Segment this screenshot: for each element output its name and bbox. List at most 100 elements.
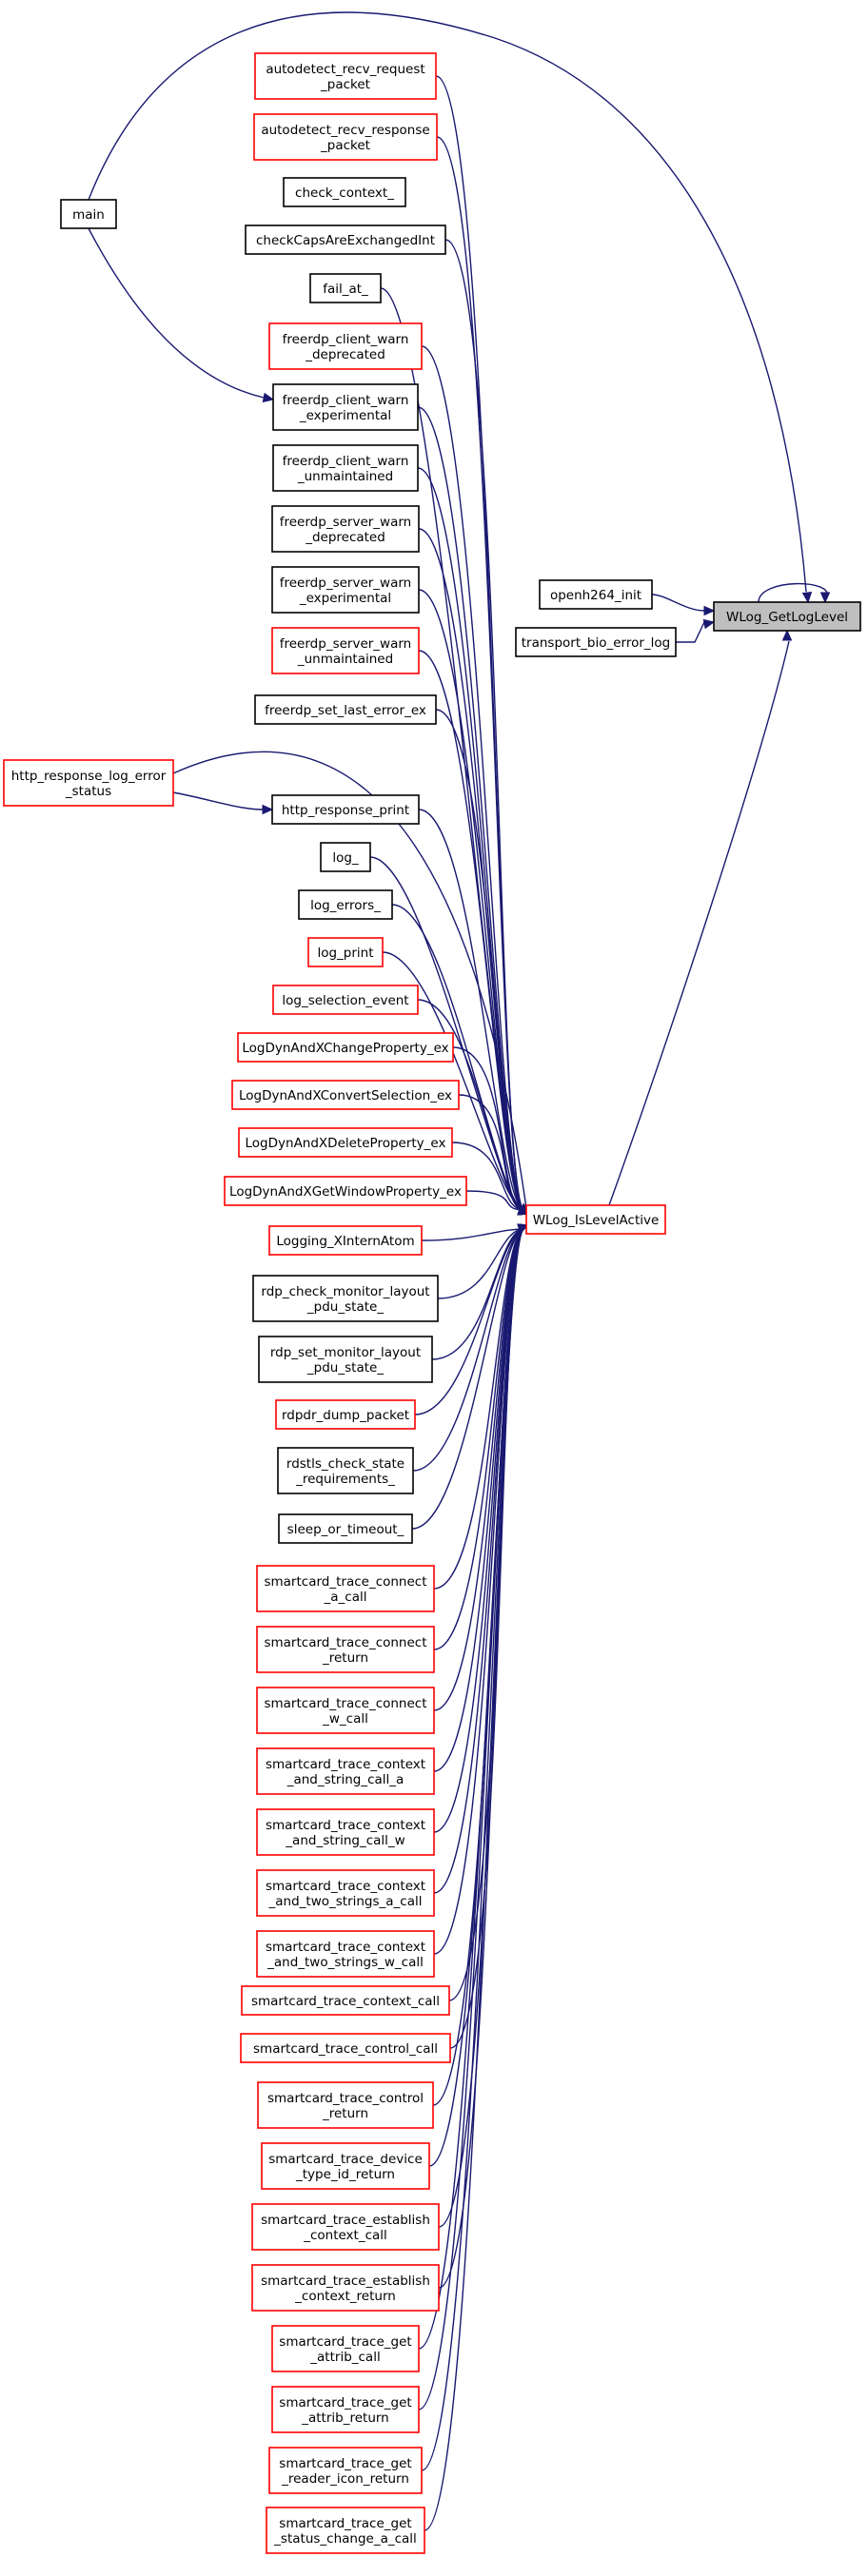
edge-sleep-or-timeout-to-wlog-islevelactive-line <box>411 1228 525 1530</box>
node-label: _and_two_strings_a_call <box>268 1894 423 1909</box>
node-freerdp-client-warn-deprecated[interactable]: freerdp_client_warn_deprecated <box>268 322 423 370</box>
node-label: LogDynAndXDeleteProperty_ex <box>246 1136 446 1151</box>
node-autodetect-recv-response-packet[interactable]: autodetect_recv_response_packet <box>253 113 438 161</box>
node-smartcard-trace-control-call[interactable]: smartcard_trace_control_call <box>240 2033 451 2063</box>
node-box <box>309 273 382 303</box>
node-label: fail_at_ <box>323 282 368 297</box>
node-box <box>257 2081 434 2129</box>
node-smartcard-trace-device-type-id-return[interactable]: smartcard_trace_device_type_id_return <box>261 2142 430 2190</box>
node-box <box>539 579 653 610</box>
node-label: _status_change_a_call <box>273 2531 417 2547</box>
edge-smartcard-trace-context-and-string-call-a-to-wlog-islevelactive <box>433 1223 530 1772</box>
node-box <box>320 842 371 872</box>
node-freerdp-set-last-error-ex[interactable]: freerdp_set_last_error_ex <box>254 694 437 725</box>
node-smartcard-trace-establish-context-call[interactable]: smartcard_trace_establish_context_call <box>251 2203 440 2251</box>
node-box <box>251 2203 440 2251</box>
node-smartcard-trace-context-and-two-strings-w-call[interactable]: smartcard_trace_context_and_two_strings_… <box>256 1930 435 1978</box>
node-label: WLog_IsLevelActive <box>533 1213 660 1228</box>
node-smartcard-trace-get-attrib-return[interactable]: smartcard_trace_get_attrib_return <box>271 2386 420 2433</box>
node-autodetect-recv-request-packet[interactable]: autodetect_recv_request_packet <box>254 52 437 100</box>
node-label: _unmaintained <box>297 469 393 484</box>
node-label: _deprecated <box>305 530 385 545</box>
node-sleep-or-timeout[interactable]: sleep_or_timeout_ <box>278 1513 413 1544</box>
node-box <box>268 322 423 370</box>
node-log-errors[interactable]: log_errors_ <box>298 889 393 920</box>
node-rdpdr-dump-packet[interactable]: rdpdr_dump_packet <box>275 1399 416 1430</box>
node-smartcard-trace-connect-return[interactable]: smartcard_trace_connect_return <box>256 1626 435 1673</box>
node-label: _pdu_state_ <box>306 1299 384 1315</box>
node-check-context[interactable]: check_context_ <box>283 177 406 207</box>
node-wlog-islevelactive[interactable]: WLog_IsLevelActive <box>525 1204 666 1235</box>
edge-http-response-log-error-status-to-wlog-islevelactive-line <box>172 751 527 1209</box>
node-smartcard-trace-control-return[interactable]: smartcard_trace_control_return <box>257 2081 434 2129</box>
node-smartcard-trace-get-reader-icon-return[interactable]: smartcard_trace_get_reader_icon_return <box>268 2447 423 2494</box>
node-smartcard-trace-establish-context-return[interactable]: smartcard_trace_establish_context_return <box>251 2264 440 2312</box>
edge-http-response-log-error-status-to-http-response-print-line <box>172 791 264 810</box>
node-label: freerdp_client_warn <box>283 454 409 469</box>
edge-wlog-islevelactive-to-wlog-getloglevel <box>608 629 793 1206</box>
node-box <box>256 1687 435 1734</box>
edge-smartcard-trace-connect-a-call-to-wlog-islevelactive-line <box>433 1228 525 1590</box>
edge-rdstls-check-state-requirements-to-wlog-islevelactive-line <box>412 1228 525 1472</box>
node-label: _experimental <box>299 408 391 423</box>
node-label: _w_call <box>322 1711 368 1727</box>
node-smartcard-trace-get-attrib-call[interactable]: smartcard_trace_get_attrib_call <box>271 2325 420 2372</box>
node-smartcard-trace-context-call[interactable]: smartcard_trace_context_call <box>241 1985 450 2016</box>
node-label: smartcard_trace_get <box>279 2516 411 2531</box>
node-smartcard-trace-connect-w-call[interactable]: smartcard_trace_connect_w_call <box>256 1687 435 1734</box>
node-freerdp-server-warn-deprecated[interactable]: freerdp_server_warn_deprecated <box>271 505 420 553</box>
node-label: autodetect_recv_request <box>266 62 424 77</box>
edges-layer <box>88 11 831 2531</box>
node-label: WLog_GetLogLevel <box>726 610 848 625</box>
node-logdynandxchangeproperty-ex[interactable]: LogDynAndXChangeProperty_ex <box>237 1032 454 1063</box>
node-http-response-print[interactable]: http_response_print <box>271 794 420 825</box>
node-freerdp-server-warn-experimental[interactable]: freerdp_server_warn_experimental <box>271 566 420 614</box>
node-smartcard-trace-context-and-two-strings-a-call[interactable]: smartcard_trace_context_and_two_strings_… <box>256 1869 435 1917</box>
node-rdp-set-monitor-layout-pdu-state[interactable]: rdp_set_monitor_layout_pdu_state_ <box>258 1336 433 1383</box>
node-label: main <box>72 207 105 223</box>
node-fail-at[interactable]: fail_at_ <box>309 273 382 303</box>
node-wlog-getloglevel[interactable]: WLog_GetLogLevel <box>713 601 861 632</box>
node-box <box>283 177 406 207</box>
node-logdynandxgetwindowproperty-ex[interactable]: LogDynAndXGetWindowProperty_ex <box>224 1176 467 1206</box>
node-freerdp-client-warn-experimental[interactable]: freerdp_client_warn_experimental <box>272 383 419 431</box>
edge-logdynandxdeleteproperty-ex-to-wlog-islevelactive-line <box>451 1142 525 1211</box>
node-label: LogDynAndXChangeProperty_ex <box>242 1041 448 1056</box>
node-log-selection-event[interactable]: log_selection_event <box>272 985 419 1015</box>
node-main[interactable]: main <box>60 199 117 229</box>
node-transport-bio-error-log[interactable]: transport_bio_error_log <box>515 627 677 657</box>
node-smartcard-trace-connect-a-call[interactable]: smartcard_trace_connect_a_call <box>256 1565 435 1612</box>
node-box <box>238 1127 453 1158</box>
node-box <box>268 2447 423 2494</box>
node-label: smartcard_trace_context <box>266 1879 425 1894</box>
edge-logdynandxconvertselection-ex-to-wlog-islevelactive-line <box>458 1094 525 1211</box>
node-freerdp-client-warn-unmaintained[interactable]: freerdp_client_warn_unmaintained <box>272 444 419 492</box>
node-label: check_context_ <box>295 185 394 201</box>
node-label: smartcard_trace_connect <box>264 1574 426 1590</box>
node-log-print[interactable]: log_print <box>307 937 384 967</box>
edge-wlog-getloglevel-self-loop <box>758 582 831 604</box>
edge-smartcard-trace-control-call-to-wlog-islevelactive <box>449 1223 530 2049</box>
node-box <box>298 889 393 920</box>
edge-logdynandxgetwindowproperty-ex-to-wlog-islevelactive-line <box>465 1190 525 1211</box>
node-logdynandxconvertselection-ex[interactable]: LogDynAndXConvertSelection_ex <box>231 1080 460 1110</box>
node-label: _unmaintained <box>297 652 393 667</box>
node-rdp-check-monitor-layout-pdu-state[interactable]: rdp_check_monitor_layout_pdu_state_ <box>252 1275 439 1322</box>
node-openh264-init[interactable]: openh264_init <box>539 579 653 610</box>
node-http-response-log-error-status[interactable]: http_response_log_error_status <box>3 759 174 807</box>
node-smartcard-trace-context-and-string-call-a[interactable]: smartcard_trace_context_and_string_call_… <box>256 1747 435 1795</box>
node-smartcard-trace-get-status-change-a-call[interactable]: smartcard_trace_get_status_change_a_call <box>266 2507 425 2554</box>
node-box <box>258 1336 433 1383</box>
node-rdstls-check-state-requirements[interactable]: rdstls_check_state_requirements_ <box>277 1447 414 1494</box>
node-label: _return <box>322 1650 368 1666</box>
node-freerdp-server-warn-unmaintained[interactable]: freerdp_server_warn_unmaintained <box>271 627 420 674</box>
node-log[interactable]: log_ <box>320 842 371 872</box>
node-logdynandxdeleteproperty-ex[interactable]: LogDynAndXDeleteProperty_ex <box>238 1127 453 1158</box>
edge-freerdp-set-last-error-ex-to-wlog-islevelactive-line <box>435 709 525 1211</box>
node-smartcard-trace-context-and-string-call-w[interactable]: smartcard_trace_context_and_string_call_… <box>256 1808 435 1856</box>
edge-smartcard-trace-establish-context-return-to-wlog-islevelactive-line <box>438 1228 525 2289</box>
node-logging-xinternatom[interactable]: Logging_XInternAtom <box>268 1225 423 1256</box>
edge-freerdp-client-warn-deprecated-to-wlog-islevelactive-line <box>421 345 525 1211</box>
node-label: sleep_or_timeout_ <box>287 1522 404 1537</box>
node-checkcapsareexchangedint[interactable]: checkCapsAreExchangedInt <box>245 224 446 255</box>
